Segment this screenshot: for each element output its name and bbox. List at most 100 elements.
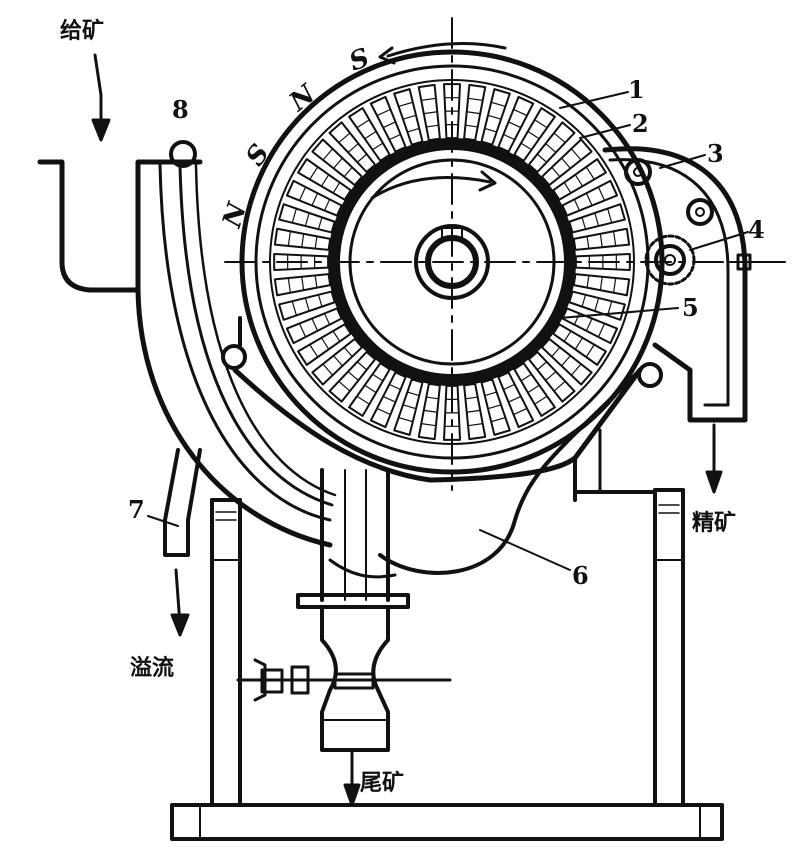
magnet-block-divider xyxy=(464,396,479,400)
magnet-block-divider xyxy=(332,157,344,169)
magnet-block-divider xyxy=(512,407,528,416)
magnet-block-divider xyxy=(311,192,319,207)
center-lines xyxy=(224,17,761,491)
valve-spindle xyxy=(236,658,452,702)
magnet-block-divider xyxy=(502,383,516,391)
magnet-block-divider xyxy=(507,395,522,403)
magnet-block-divider xyxy=(343,346,353,358)
magnet-block xyxy=(311,138,364,187)
magnet-block-divider xyxy=(573,198,581,212)
magnet-block xyxy=(552,158,607,201)
magnet-block xyxy=(513,107,556,162)
magnet-block xyxy=(417,382,441,441)
part-6: 6 xyxy=(572,561,589,590)
magnet-block-divider xyxy=(507,121,522,129)
magnet-block xyxy=(297,323,352,366)
magnet-block-divider xyxy=(520,142,533,151)
magnet-block xyxy=(278,290,336,321)
magnet-block-divider xyxy=(425,396,440,400)
magnet-block xyxy=(568,290,626,321)
concentrate-housing xyxy=(602,146,748,423)
magnet-block-divider xyxy=(322,363,334,376)
magnet-block xyxy=(463,83,487,142)
magnet-block-divider xyxy=(597,186,606,202)
leader-lines xyxy=(147,91,749,571)
magnet-block-divider xyxy=(332,181,341,194)
magnet-block xyxy=(561,179,619,217)
magnet-block-divider xyxy=(356,361,368,371)
magnet-block-divider xyxy=(311,317,319,332)
feed-arrow xyxy=(91,53,111,142)
magnet-block-divider xyxy=(553,380,566,392)
magnet-block-divider xyxy=(317,294,323,308)
magnet-block-divider xyxy=(534,395,548,405)
magnet-block-divider xyxy=(314,274,318,289)
magnet-block-divider xyxy=(364,130,377,140)
magnet-block xyxy=(513,362,556,417)
magnet-block-divider xyxy=(581,216,587,230)
magnet-block-divider xyxy=(545,370,557,382)
magnet-block-divider xyxy=(287,230,291,247)
magnet-block-divider xyxy=(570,363,582,376)
magnet-block-divider xyxy=(573,312,581,326)
tailings-arrow xyxy=(343,750,361,807)
part-3: 3 xyxy=(707,139,724,168)
magnet-block-divider xyxy=(338,132,351,144)
part-7: 7 xyxy=(128,495,145,524)
outer-rotation-arrow xyxy=(386,42,507,58)
magnet-block-divider xyxy=(347,370,359,382)
magnet-system xyxy=(273,83,631,441)
feed-label: 给矿 xyxy=(60,18,104,44)
part-5: 5 xyxy=(682,293,699,322)
magnet-block-divider xyxy=(402,114,417,120)
magnet-block-divider xyxy=(320,174,330,187)
magnet-block-divider xyxy=(322,148,334,161)
magnet-block-divider xyxy=(560,355,572,367)
tailings-pipe xyxy=(296,468,410,752)
roller-left xyxy=(221,344,247,370)
magnet-block-divider xyxy=(586,274,590,289)
magnet-block-divider xyxy=(376,407,392,416)
magnet-block-divider xyxy=(425,124,440,128)
magnet-block-divider xyxy=(317,216,323,230)
magnet-block-divider xyxy=(466,409,481,413)
magnet-block xyxy=(527,121,576,174)
magnet-block-divider xyxy=(382,121,397,129)
magnet-block-divider xyxy=(420,97,437,101)
magnet-block-divider xyxy=(309,166,319,180)
magnet-block xyxy=(285,307,343,345)
magnet-block-divider xyxy=(320,337,330,350)
magnet-block-divider xyxy=(487,404,502,410)
magnet-block xyxy=(297,158,352,201)
magnet-block xyxy=(463,382,487,441)
magnet-block-divider xyxy=(490,416,506,423)
magnet-block-divider xyxy=(382,395,397,403)
frame-legs xyxy=(210,488,685,807)
magnet-block-divider xyxy=(613,230,617,247)
magnet-block xyxy=(540,138,593,187)
magnet-block-divider xyxy=(606,208,613,224)
magnet-block-divider xyxy=(398,416,414,423)
part-4: 4 xyxy=(748,215,765,244)
magnet-block-divider xyxy=(309,344,319,358)
magnet-block-divider xyxy=(574,174,584,187)
feed-chute xyxy=(135,163,337,548)
base-plate xyxy=(170,803,724,841)
magnet-block-divider xyxy=(581,294,587,308)
magnet-block-divider xyxy=(356,119,370,129)
overflow-pipe xyxy=(163,448,202,557)
part-8: 8 xyxy=(172,95,189,124)
magnet-block-divider xyxy=(301,276,305,291)
magnet-block-divider xyxy=(332,330,341,343)
part-2: 2 xyxy=(632,109,649,138)
magnet-block xyxy=(417,83,441,142)
magnet-block xyxy=(328,350,377,403)
magnet-block-divider xyxy=(520,373,533,382)
gear-4 xyxy=(644,234,696,286)
magnet-block-divider xyxy=(585,192,593,207)
magnet-block-divider xyxy=(343,166,353,178)
magnet-block-divider xyxy=(314,235,318,250)
magnet-block-divider xyxy=(298,186,307,202)
pole-label-3: N xyxy=(283,79,322,119)
